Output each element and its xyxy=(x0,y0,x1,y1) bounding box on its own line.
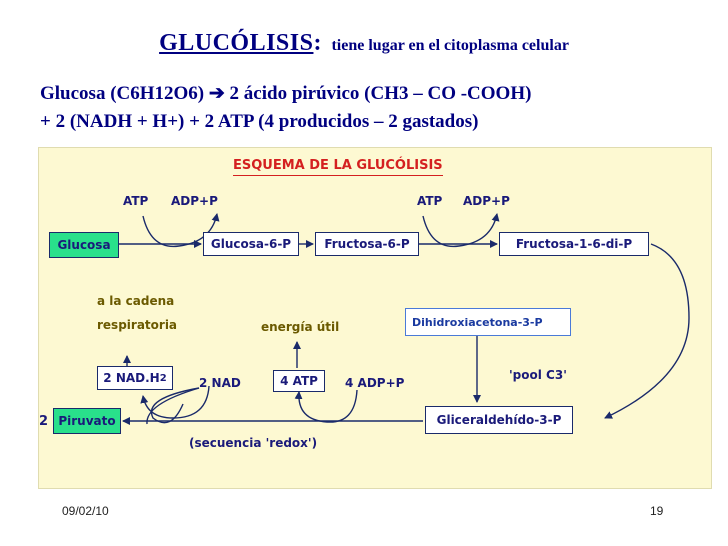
nadh2-subscript: 2 xyxy=(159,372,167,384)
diagram-panel: ESQUEMA DE LA GLUCÓLISIS ATP ADP+P ATP A… xyxy=(38,147,712,489)
label-2-nad: 2 NAD xyxy=(199,376,241,390)
arrow-atp-curl-right xyxy=(422,213,500,248)
slide-subtitle: tiene lugar en el citoplasma celular xyxy=(331,37,569,54)
box-fructosa-1-6-di-p: Fructosa-1-6-di-P xyxy=(499,232,649,256)
label-atp-left: ATP xyxy=(123,194,149,208)
label-energia: energía útil xyxy=(261,320,340,334)
box-glucosa: Glucosa xyxy=(49,232,119,258)
curve-nad xyxy=(150,387,200,424)
label-cadena-line1: a la cadena xyxy=(97,294,175,308)
equation-line-2: + 2 (NADH + H+) + 2 ATP (4 producidos – … xyxy=(40,111,479,132)
box-dihidroxiacetona-3-p: Dihidroxiacetona-3-P xyxy=(405,308,571,336)
diagram-heading: ESQUEMA DE LA GLUCÓLISIS xyxy=(233,158,443,176)
footer-page-number: 19 xyxy=(650,504,664,518)
label-4-adp-p: 4 ADP+P xyxy=(345,376,405,390)
label-secuencia-redox: (secuencia 'redox') xyxy=(189,436,318,450)
label-adp-left: ADP+P xyxy=(171,194,218,208)
arrow-loop-f16dip-to-g3p xyxy=(604,243,690,419)
equation-line-1: Glucosa (C6H12O6) ➔ 2 ácido pirúvico (CH… xyxy=(40,83,532,104)
nadh2-text: 2 NAD.H xyxy=(103,371,160,385)
title-colon: : xyxy=(313,30,322,56)
label-piruvato-coefficient: 2 xyxy=(39,414,49,429)
label-atp-right: ATP xyxy=(417,194,443,208)
arrow-atp-curl-left xyxy=(142,213,220,248)
label-cadena-line2: respiratoria xyxy=(97,318,178,332)
label-pool-c3: 'pool C3' xyxy=(509,368,567,382)
arrow-adp-curl xyxy=(294,389,358,423)
arrow-nad-curl xyxy=(140,385,210,419)
slide-title: GLUCÓLISIS xyxy=(159,30,314,56)
label-adp-right: ADP+P xyxy=(463,194,510,208)
box-glucosa-6-p: Glucosa-6-P xyxy=(203,232,299,256)
footer-date: 09/02/10 xyxy=(62,504,109,518)
box-gliceraldehido-3-p: Gliceraldehído-3-P xyxy=(425,406,573,434)
title-row: GLUCÓLISIS: tiene lugar en el citoplasma… xyxy=(0,30,728,57)
box-fructosa-6-p: Fructosa-6-P xyxy=(315,232,419,256)
box-4-atp: 4 ATP xyxy=(273,370,325,392)
box-piruvato: Piruvato xyxy=(53,408,121,434)
